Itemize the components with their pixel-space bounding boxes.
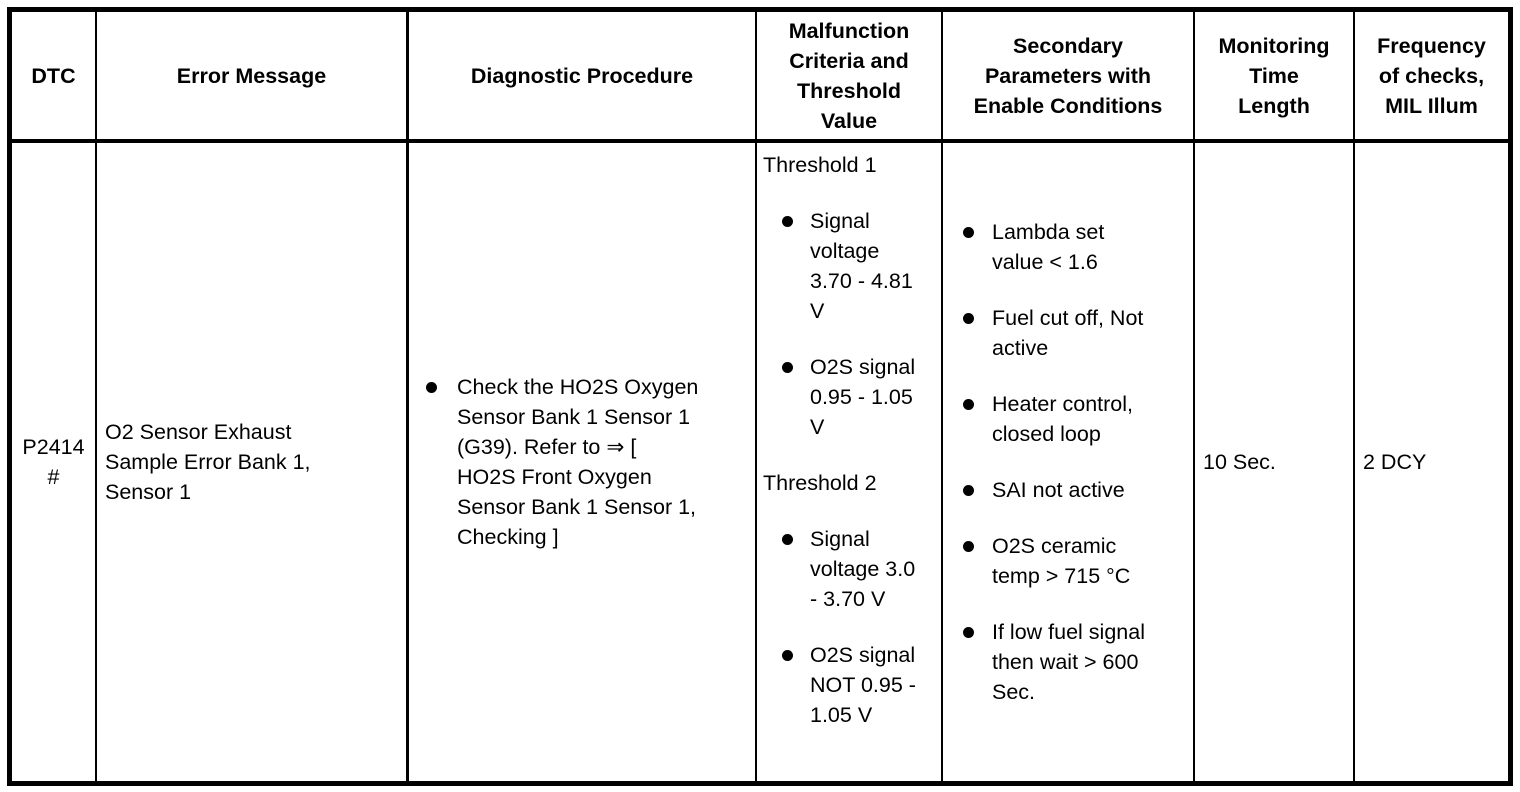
malfunction-item: Signal voltage 3.70 - 4.81 V: [763, 206, 939, 326]
dtc-flag: #: [47, 465, 60, 489]
secondary-parameter-text: Heater control, closed loop: [992, 392, 1134, 446]
secondary-parameter-text: If low fuel signal then wait > 600 Sec.: [992, 620, 1145, 704]
diagnostic-procedure-text: Check the HO2S Oxygen Sensor Bank 1 Sens…: [457, 375, 699, 549]
threshold-1-section: Threshold 1 Signal voltage 3.70 - 4.81 V…: [763, 150, 939, 442]
bullet-icon: [963, 485, 974, 496]
secondary-parameter-text: Fuel cut off, Not active: [992, 306, 1144, 360]
table-body-row: P2414 # O2 Sensor Exhaust Sample Error B…: [12, 143, 1508, 781]
error-message-text: O2 Sensor Exhaust Sample Error Bank 1, S…: [105, 420, 311, 504]
cell-secondary-parameters: Lambda set value < 1.6 Fuel cut off, Not…: [943, 143, 1195, 781]
cell-monitoring-time: 10 Sec.: [1195, 143, 1355, 781]
secondary-parameter-item: SAI not active: [943, 475, 1193, 505]
header-malfunction-criteria: Malfunction Criteria and Threshold Value: [757, 12, 943, 139]
malfunction-item-text: Signal voltage 3.70 - 4.81 V: [810, 209, 913, 323]
secondary-parameter-text: Lambda set value < 1.6: [992, 220, 1105, 274]
bullet-icon: [963, 227, 974, 238]
bullet-icon: [963, 313, 974, 324]
malfunction-item-text: O2S signal NOT 0.95 - 1.05 V: [810, 643, 916, 727]
malfunction-item: Signal voltage 3.0 - 3.70 V: [763, 524, 939, 614]
header-dtc: DTC: [12, 12, 97, 139]
secondary-parameter-text: O2S ceramic temp > 715 °C: [992, 534, 1131, 588]
secondary-parameter-item: If low fuel signal then wait > 600 Sec.: [943, 617, 1193, 707]
frequency-text: 2 DCY: [1363, 450, 1427, 474]
table-header-row: DTC Error Message Diagnostic Procedure M…: [12, 12, 1508, 143]
cell-diagnostic-procedure: Check the HO2S Oxygen Sensor Bank 1 Sens…: [409, 143, 757, 781]
cell-malfunction-criteria: Threshold 1 Signal voltage 3.70 - 4.81 V…: [757, 143, 943, 781]
diagnostic-procedure-item: Check the HO2S Oxygen Sensor Bank 1 Sens…: [409, 372, 755, 552]
bullet-icon: [782, 362, 793, 373]
bullet-icon: [963, 541, 974, 552]
malfunction-item: O2S signal NOT 0.95 - 1.05 V: [763, 640, 939, 730]
bullet-icon: [963, 399, 974, 410]
malfunction-item: O2S signal 0.95 - 1.05 V: [763, 352, 939, 442]
cell-dtc: P2414 #: [12, 143, 97, 781]
secondary-parameter-item: Lambda set value < 1.6: [943, 217, 1193, 277]
threshold-2-heading: Threshold 2: [763, 471, 877, 495]
bullet-icon: [963, 627, 974, 638]
cell-error-message: O2 Sensor Exhaust Sample Error Bank 1, S…: [97, 143, 409, 781]
header-diagnostic-procedure: Diagnostic Procedure: [409, 12, 757, 139]
secondary-parameter-item: O2S ceramic temp > 715 °C: [943, 531, 1193, 591]
secondary-parameter-item: Fuel cut off, Not active: [943, 303, 1193, 363]
header-secondary-parameters: Secondary Parameters with Enable Conditi…: [943, 12, 1195, 139]
bullet-icon: [782, 650, 793, 661]
cell-frequency: 2 DCY: [1355, 143, 1508, 781]
bullet-icon: [782, 216, 793, 227]
dtc-code: P2414: [22, 435, 85, 459]
secondary-parameter-item: Heater control, closed loop: [943, 389, 1193, 449]
dtc-table: DTC Error Message Diagnostic Procedure M…: [7, 7, 1513, 786]
bullet-icon: [782, 534, 793, 545]
header-frequency: Frequency of checks, MIL Illum: [1377, 33, 1486, 118]
secondary-parameter-text: SAI not active: [992, 478, 1125, 502]
header-error-message: Error Message: [97, 12, 409, 139]
monitoring-time-text: 10 Sec.: [1203, 450, 1276, 474]
malfunction-item-text: Signal voltage 3.0 - 3.70 V: [810, 527, 916, 611]
malfunction-item-text: O2S signal 0.95 - 1.05 V: [810, 355, 916, 439]
threshold-1-heading: Threshold 1: [763, 153, 877, 177]
header-monitoring-time: Monitoring Time Length: [1195, 12, 1355, 139]
threshold-2-section: Threshold 2 Signal voltage 3.0 - 3.70 V …: [763, 468, 939, 730]
bullet-icon: [426, 382, 437, 393]
